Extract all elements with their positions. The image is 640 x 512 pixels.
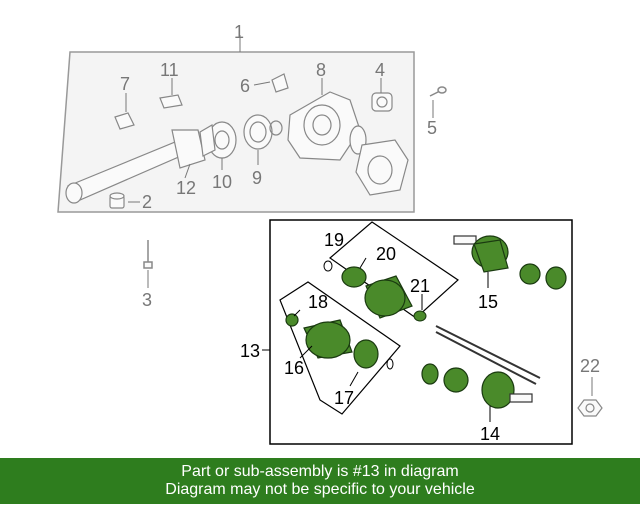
bearing-15a bbox=[519, 263, 567, 290]
banner-line-2: Diagram may not be specific to your vehi… bbox=[165, 481, 475, 498]
callout-14: 14 bbox=[480, 424, 500, 444]
bolt-5 bbox=[429, 86, 447, 97]
callout-7: 7 bbox=[120, 74, 130, 94]
housing-8 bbox=[287, 91, 367, 161]
fitting-6 bbox=[271, 73, 289, 93]
callout-10: 10 bbox=[212, 172, 232, 192]
callout-4: 4 bbox=[375, 60, 385, 80]
nut-22 bbox=[577, 399, 603, 417]
clamp-21 bbox=[413, 310, 427, 322]
clamp-ring-17 bbox=[386, 358, 394, 370]
differential-panel bbox=[57, 35, 415, 213]
seal-10 bbox=[199, 121, 237, 159]
callout-15: 15 bbox=[478, 292, 498, 312]
callout-21: 21 bbox=[410, 276, 430, 296]
gasket-9 bbox=[243, 114, 283, 150]
callout-2: 2 bbox=[142, 192, 152, 212]
diff-cover bbox=[355, 139, 409, 196]
callout-16: 16 bbox=[284, 358, 304, 378]
callout-22: 22 bbox=[580, 356, 600, 376]
axle-assembly-13-panel bbox=[262, 219, 573, 445]
clamp-ring-19 bbox=[323, 260, 333, 272]
bushing-4 bbox=[371, 92, 393, 112]
bracket-7 bbox=[114, 112, 135, 130]
callout-20: 20 bbox=[376, 244, 396, 264]
mount-2 bbox=[109, 192, 125, 209]
callout-17: 17 bbox=[334, 388, 354, 408]
outer-cv-joint-15 bbox=[453, 235, 509, 273]
half-shaft bbox=[435, 325, 541, 385]
callout-11: 11 bbox=[160, 60, 179, 80]
callout-1: 1 bbox=[234, 22, 244, 42]
callout-19: 19 bbox=[324, 230, 344, 250]
callout-8: 8 bbox=[316, 60, 326, 80]
callout-9: 9 bbox=[252, 168, 262, 188]
bracket-11 bbox=[159, 94, 183, 109]
inner-cv-joint-14 bbox=[421, 363, 533, 409]
leader-lines-black bbox=[293, 257, 491, 422]
callout-18: 18 bbox=[308, 292, 328, 312]
banner-line-1: Part or sub-assembly is #13 in diagram bbox=[181, 463, 459, 480]
boot-16 bbox=[285, 313, 379, 369]
info-banner: Part or sub-assembly is #13 in diagram D… bbox=[0, 458, 640, 504]
leader-lines bbox=[125, 78, 593, 396]
callout-3: 3 bbox=[142, 290, 152, 310]
callout-5: 5 bbox=[427, 118, 437, 138]
bolt-3 bbox=[143, 240, 153, 269]
axle-tube-12 bbox=[65, 129, 206, 204]
boot-20 bbox=[341, 266, 413, 319]
callout-13: 13 bbox=[240, 341, 260, 361]
callout-6: 6 bbox=[240, 76, 250, 96]
callout-12: 12 bbox=[176, 178, 196, 198]
